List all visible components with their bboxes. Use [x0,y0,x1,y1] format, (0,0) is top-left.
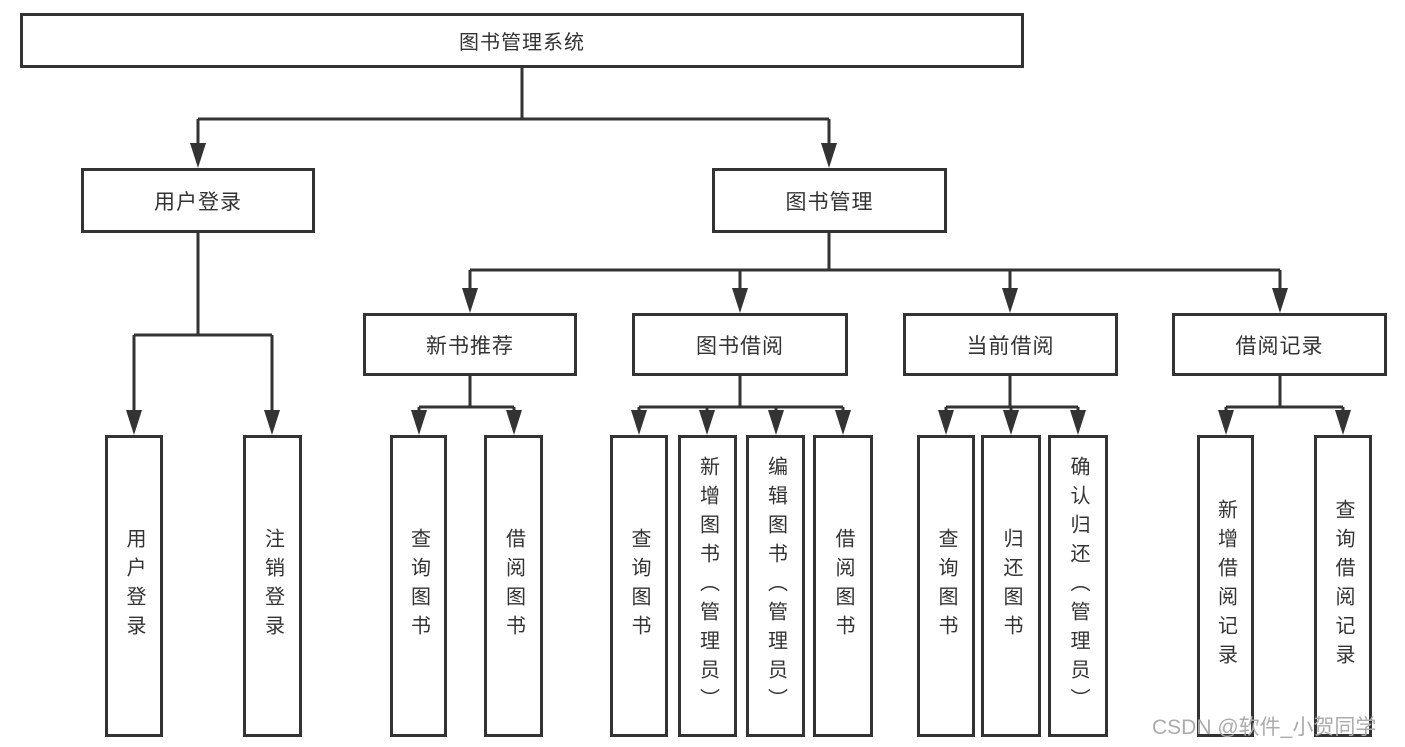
node-book-borrowing: 图书借阅 [632,313,848,376]
leaf-borrow-books: 借阅图书 [813,435,873,737]
leaf-query-books-borrowing: 查询图书 [610,435,668,737]
leaf-user-login: 用户登录 [105,435,163,737]
leaf-add-books-admin: 新增图书（管理员） [678,435,737,737]
leaf-return-books: 归还图书 [981,435,1041,737]
node-new-book-recommendation: 新书推荐 [363,313,577,376]
leaf-confirm-return-admin: 确认归还（管理员） [1048,435,1108,737]
node-book-management: 图书管理 [712,168,947,233]
leaf-query-borrow-record: 查询借阅记录 [1314,435,1372,737]
node-user-login: 用户登录 [81,168,315,233]
arrowheads [126,143,1351,435]
leaf-query-books-current: 查询图书 [917,435,975,737]
leaf-query-books-recommend: 查询图书 [390,435,447,737]
leaf-add-borrow-record: 新增借阅记录 [1197,435,1254,737]
leaf-logout: 注销登录 [243,435,302,737]
leaf-borrow-books-recommend: 借阅图书 [484,435,543,737]
node-current-borrowing: 当前借阅 [903,313,1118,376]
leaf-edit-books-admin: 编辑图书（管理员） [746,435,805,737]
csdn-watermark: CSDN @软件_小贺同学 [1152,716,1377,739]
node-library-management-system: 图书管理系统 [20,13,1024,68]
node-borrowing-records: 借阅记录 [1172,313,1387,376]
